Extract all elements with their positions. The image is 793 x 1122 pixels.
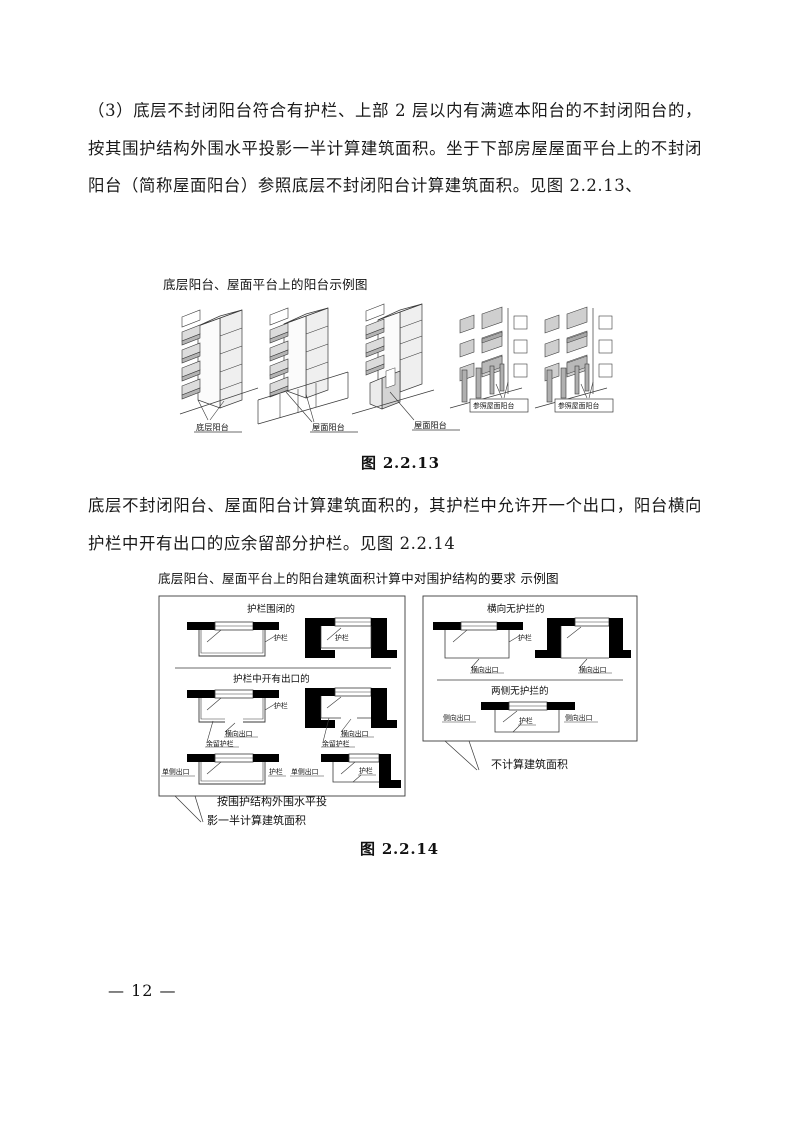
left-section-2-title: 护栏中开有出口的 xyxy=(233,673,310,685)
paragraph-2: 底层不封闭阳台、屋面阳台计算建筑面积的，其护栏中允许开一个出口，阳台横向护栏中开… xyxy=(88,487,702,562)
figure-1-drawing: 底层阳台 xyxy=(179,303,614,433)
figure-1-building-4: 参照屋面阳台 xyxy=(449,306,529,413)
figure-1-building-3: 屋面阳台 xyxy=(351,303,460,431)
figure-2-railing-requirements: 护栏围闭的 护栏 xyxy=(155,590,655,832)
right-row2-side-exit-right-label: 侧向出口 xyxy=(565,713,593,722)
right-section-1-title: 横向无护拦的 xyxy=(487,603,545,615)
figure-1-label-1: 底层阳台 xyxy=(196,422,229,432)
page-number: — 12 — xyxy=(108,981,177,1000)
paragraph-1-text: （3）底层不封闭阳台符合有护栏、上部 2 层以内有满遮本阳台的不封闭阳台的，按其… xyxy=(88,101,702,195)
paragraph-2-text: 底层不封闭阳台、屋面阳台计算建筑面积的，其护栏中允许开一个出口，阳台横向护栏中开… xyxy=(88,496,702,553)
figure-1-label-2: 屋面阳台 xyxy=(312,422,345,432)
left-row1-detail-a: 护栏 xyxy=(187,621,288,657)
left-row3b-railing-label: 护栏 xyxy=(359,766,373,775)
right-row1b-transverse-exit-label: 横向出口 xyxy=(579,665,607,674)
left-row2-detail-a: 护栏 横向出口 余留护栏 xyxy=(187,689,288,748)
right-row2-detail: 侧向出口 侧向出口 护栏 xyxy=(442,701,598,733)
figure-1-building-1: 底层阳台 xyxy=(179,309,259,433)
right-row1-detail-b: 横向出口 xyxy=(535,617,631,674)
figure-1-label-4: 参照屋面阳台 xyxy=(473,401,514,410)
figure-2-number: 图 2.2.14 xyxy=(360,840,439,858)
figure-2-drawing: 护栏围闭的 护栏 xyxy=(158,595,638,827)
right-row2-side-exit-left-label: 侧向出口 xyxy=(443,713,471,722)
left-row2b-transverse-exit-label: 横向出口 xyxy=(341,729,369,738)
left-row3a-railing-label: 护栏 xyxy=(269,767,283,776)
figure-2-caption: 底层阳台、屋面平台上的阳台建筑面积计算中对围护结构的要求 示例图 xyxy=(158,571,559,586)
figure-1-label-3: 屋面阳台 xyxy=(414,420,447,430)
figure-2-right-panel: 横向无护拦的 护栏 横向出口 xyxy=(422,595,638,771)
left-row2b-remaining-railing-label: 余留护栏 xyxy=(322,739,350,748)
left-callout-line-1: 按围护结构外围水平投 xyxy=(217,794,327,808)
left-section-1-title: 护栏围闭的 xyxy=(247,603,295,615)
left-row3-detail-a: 单侧出口 护栏 xyxy=(161,753,286,785)
left-row1a-railing-label: 护栏 xyxy=(274,633,288,642)
left-row2a-remaining-railing-label: 余留护栏 xyxy=(206,739,234,748)
figure-1-number: 图 2.2.13 xyxy=(361,454,440,472)
left-row2a-railing-label: 护栏 xyxy=(274,701,288,710)
figure-1-balcony-examples: 底层阳台 xyxy=(179,296,614,444)
figure-1-building-2: 屋面阳台 xyxy=(257,307,358,433)
right-row1a-transverse-exit-label: 横向出口 xyxy=(471,665,499,674)
figure-1-caption: 底层阳台、屋面平台上的阳台示例图 xyxy=(163,277,368,292)
left-callout-line-2: 影一半计算建筑面积 xyxy=(207,813,306,827)
left-row3b-single-exit-label: 单侧出口 xyxy=(291,767,319,776)
figure-1-label-5: 参照屋面阳台 xyxy=(558,401,599,410)
right-callout: 不计算建筑面积 xyxy=(491,757,568,771)
left-row3-detail-b: 单侧出口 护栏 xyxy=(290,753,401,788)
right-section-2-title: 两侧无护拦的 xyxy=(491,685,549,697)
right-row1a-railing-label: 护栏 xyxy=(518,633,532,642)
left-row2-detail-b: 横向出口 余留护栏 xyxy=(305,687,397,748)
right-row1-detail-a: 护栏 横向出口 xyxy=(433,621,532,674)
left-row1-detail-b: 护栏 xyxy=(305,617,397,658)
figure-1-building-5: 参照屋面阳台 xyxy=(534,306,614,413)
paragraph-1: （3）底层不封闭阳台符合有护栏、上部 2 层以内有满遮本阳台的不封闭阳台的，按其… xyxy=(88,92,702,205)
figure-2-left-panel: 护栏围闭的 护栏 xyxy=(158,595,406,827)
right-row2-railing-label: 护栏 xyxy=(519,716,533,725)
left-row3a-single-exit-label: 单侧出口 xyxy=(162,767,190,776)
left-row2a-transverse-exit-label: 横向出口 xyxy=(225,729,253,738)
left-row1b-railing-label: 护栏 xyxy=(335,633,349,642)
